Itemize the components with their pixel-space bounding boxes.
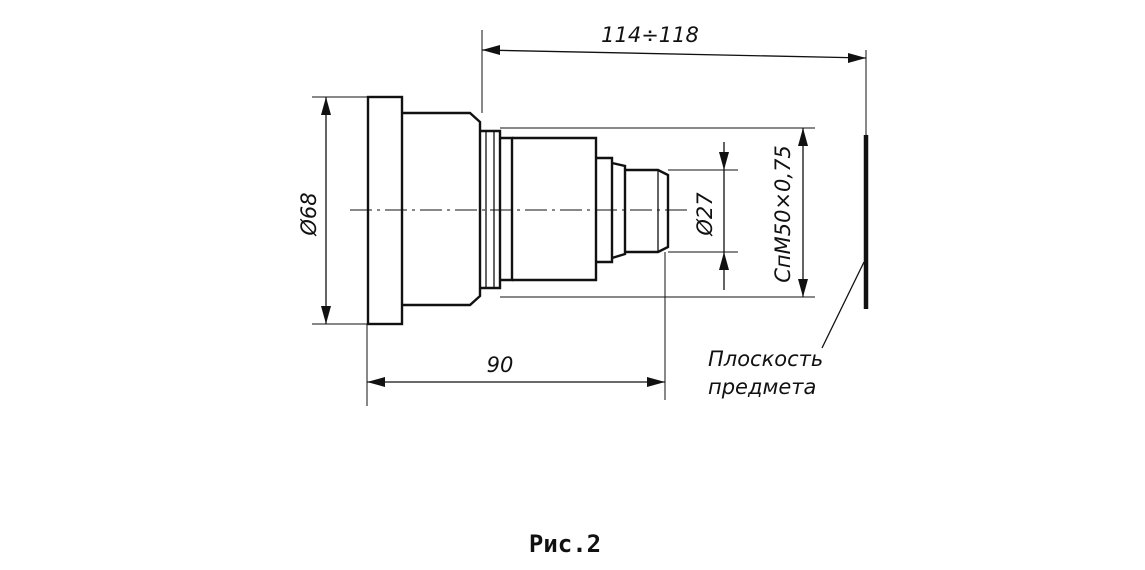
dimension-overall-length: 114÷118: [481, 23, 867, 135]
tip-diameter-label: Ø27: [693, 192, 717, 237]
tip: [625, 168, 670, 254]
dimension-thread: СпМ50×0,75: [500, 127, 815, 298]
thread-label: СпМ50×0,75: [771, 145, 795, 283]
overall-length-label: 114÷118: [601, 23, 699, 47]
object-plane-leader: [821, 261, 865, 349]
thread-collar: [500, 136, 514, 282]
dimension-body-length: 90: [366, 252, 666, 406]
object-plane-label-line2: предмета: [708, 375, 816, 399]
part-outline: [366, 95, 670, 326]
dimension-flange-diameter: Ø68: [297, 96, 368, 325]
object-plane: Плоскость предмета: [708, 135, 869, 399]
threaded-section: [512, 136, 598, 282]
flange-diameter-label: Ø68: [297, 192, 321, 236]
figure-caption: Рис.2: [529, 530, 601, 558]
dimension-tip-diameter: Ø27: [668, 142, 738, 290]
main-body: [402, 111, 482, 307]
object-plane-label-line1: Плоскость: [708, 347, 823, 371]
body-length-label: 90: [487, 353, 514, 377]
